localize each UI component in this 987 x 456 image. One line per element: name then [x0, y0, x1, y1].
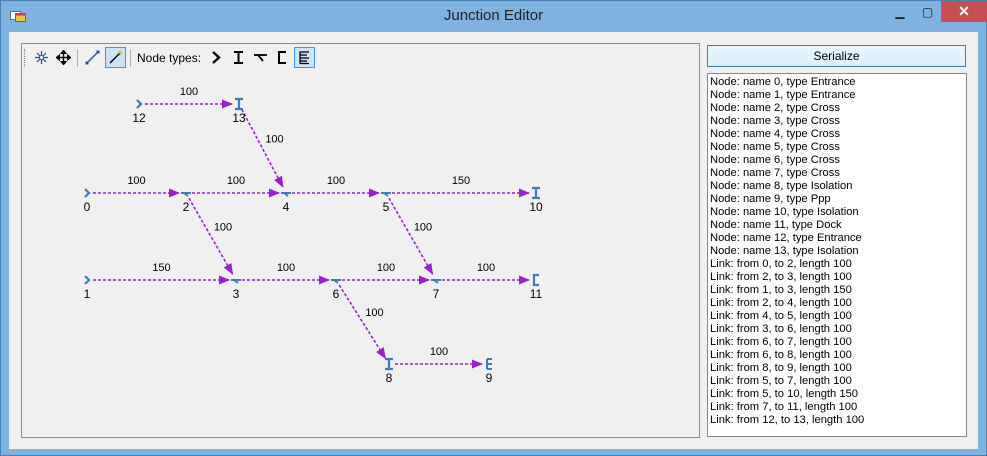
- entrance-node-icon: [212, 51, 221, 64]
- toolbar-grip[interactable]: [24, 49, 28, 67]
- connect-tool-button[interactable]: [105, 47, 126, 68]
- graph-canvas-panel[interactable]: Node types:: [21, 43, 700, 438]
- line-tool-icon: [85, 50, 100, 65]
- output-line: Link: from 12, to 13, length 100: [710, 414, 865, 426]
- node-type-ppp-button[interactable]: [294, 47, 315, 68]
- output-line: Node: name 3, type Cross: [710, 115, 840, 127]
- output-line: Node: name 12, type Entrance: [710, 232, 862, 244]
- serialize-button[interactable]: Serialize: [707, 45, 966, 67]
- minimize-button[interactable]: ▁: [886, 1, 914, 22]
- toolbar: Node types:: [24, 46, 324, 70]
- maximize-icon: ▢: [921, 4, 934, 19]
- output-line: Node: name 1, type Entrance: [710, 89, 856, 101]
- output-line: Link: from 4, to 5, length 100: [710, 310, 852, 322]
- title-bar[interactable]: Junction Editor ▁ ▢ ✕: [1, 1, 987, 31]
- output-line: Link: from 2, to 3, length 100: [710, 271, 852, 283]
- output-line: Node: name 2, type Cross: [710, 102, 840, 114]
- output-line: Link: from 3, to 6, length 100: [710, 323, 852, 335]
- output-line: Node: name 0, type Entrance: [710, 76, 856, 88]
- cross-node-icon: [254, 54, 267, 62]
- output-line: Link: from 5, to 7, length 100: [710, 375, 852, 387]
- app-icon: [10, 11, 26, 22]
- maximize-button[interactable]: ▢: [914, 1, 941, 22]
- node-types-label: Node types:: [137, 51, 202, 65]
- move-tool-icon: [56, 50, 71, 65]
- output-line: Link: from 2, to 4, length 100: [710, 297, 852, 309]
- select-tool-icon: [35, 51, 48, 64]
- client-area: Node types:: [9, 32, 978, 449]
- toolbar-separator: [77, 49, 78, 67]
- output-line: Node: name 13, type Isolation: [710, 245, 859, 257]
- window-title: Junction Editor: [443, 7, 544, 24]
- output-line: Link: from 8, to 9, length 100: [710, 362, 852, 374]
- dock-node-icon: [278, 51, 286, 64]
- output-line: Link: from 0, to 2, length 100: [710, 258, 852, 270]
- output-line: Node: name 7, type Cross: [710, 167, 840, 179]
- move-tool-button[interactable]: [53, 47, 74, 68]
- output-line: Link: from 1, to 3, length 150: [710, 284, 852, 296]
- output-line: Link: from 6, to 8, length 100: [710, 349, 852, 361]
- node-type-dock-button[interactable]: [272, 47, 293, 68]
- toolbar-separator: [130, 49, 131, 67]
- output-line: Node: name 6, type Cross: [710, 154, 840, 166]
- output-line: Node: name 8, type Isolation: [710, 180, 853, 192]
- output-line: Node: name 9, type Ppp: [710, 193, 831, 205]
- node-type-cross-button[interactable]: [250, 47, 271, 68]
- output-line: Link: from 6, to 7, length 100: [710, 336, 852, 348]
- output-line: Link: from 5, to 10, length 150: [710, 388, 859, 400]
- output-line: Link: from 7, to 11, length 100: [710, 401, 858, 413]
- isolation-node-icon: [234, 51, 243, 64]
- line-tool-button[interactable]: [82, 47, 103, 68]
- output-line: Node: name 11, type Dock: [710, 219, 842, 231]
- output-line: Node: name 4, type Cross: [710, 128, 840, 140]
- close-button[interactable]: ✕: [941, 1, 987, 22]
- node-type-entrance-button[interactable]: [206, 47, 227, 68]
- close-icon: ✕: [958, 3, 970, 19]
- output-line: Node: name 10, type Isolation: [710, 206, 859, 218]
- minimize-icon: ▁: [895, 4, 905, 19]
- node-type-isolation-button[interactable]: [228, 47, 249, 68]
- select-tool-button[interactable]: [31, 47, 52, 68]
- output-line: Node: name 5, type Cross: [710, 141, 840, 153]
- ppp-node-icon: [299, 51, 309, 65]
- connect-tool-icon: [109, 50, 123, 64]
